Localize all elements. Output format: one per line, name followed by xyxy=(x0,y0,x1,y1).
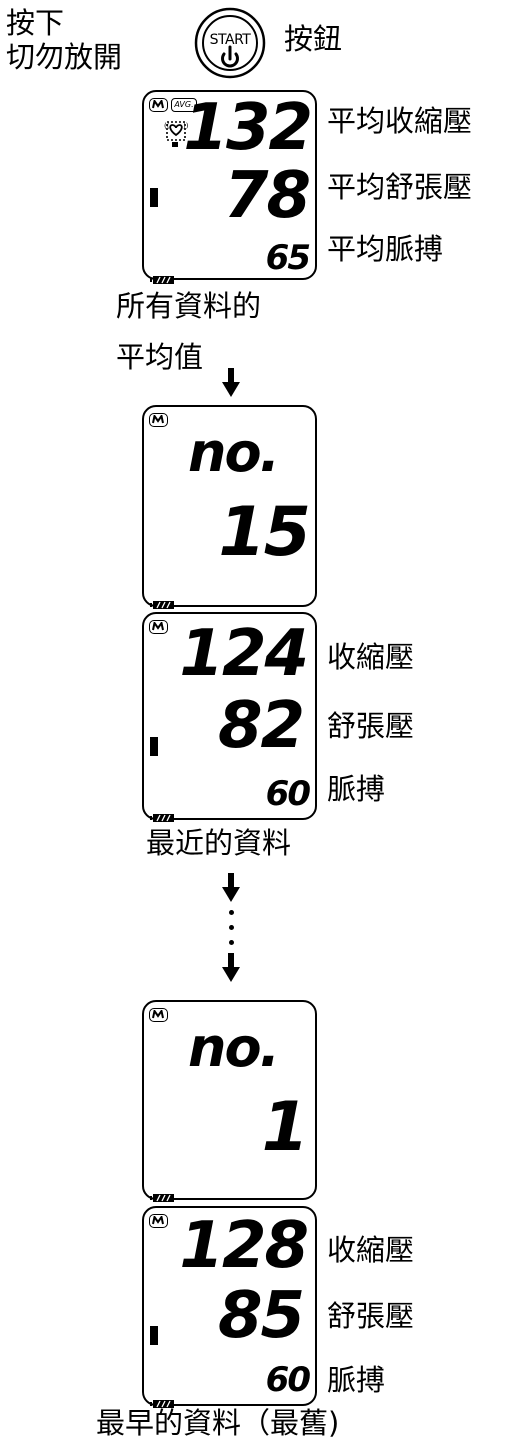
battery-icon xyxy=(150,807,174,822)
avg-badge-label: AVG. xyxy=(174,100,194,109)
svg-text:((: (( xyxy=(164,122,170,130)
battery-icon xyxy=(150,269,174,284)
latest-caption: 最近的資料 xyxy=(146,826,292,860)
memory-m-icon xyxy=(149,620,168,634)
memory-m-icon xyxy=(149,1008,168,1022)
continuation-dot xyxy=(229,940,234,945)
lcd-average-screen: AVG. (( )) 132 78 65 xyxy=(142,90,317,284)
oldest-systolic-value: 128 xyxy=(179,1209,309,1283)
latest-pulse-label: 脈搏 xyxy=(327,772,386,806)
avg-pulse-value: 65 xyxy=(265,238,311,278)
down-arrow-icon xyxy=(221,953,241,987)
measure-indicator-bar xyxy=(150,737,158,756)
avg-systolic-label: 平均收縮壓 xyxy=(327,104,473,138)
instruction-line1: 按下 xyxy=(6,6,65,40)
latest-record-number: 15 xyxy=(218,493,311,572)
latest-diastolic-label: 舒張壓 xyxy=(327,709,415,743)
lcd-latest-number-screen: no. 15 xyxy=(142,405,317,609)
latest-systolic-label: 收縮壓 xyxy=(327,640,415,674)
avg-systolic-value: 132 xyxy=(183,91,313,165)
oldest-pulse-label: 脈搏 xyxy=(327,1363,386,1397)
lcd-latest-record-screen: 124 82 60 xyxy=(142,612,317,822)
oldest-pulse-value: 60 xyxy=(265,1360,311,1400)
oldest-systolic-label: 收縮壓 xyxy=(327,1233,415,1267)
latest-diastolic-value: 82 xyxy=(217,689,305,763)
svg-text:)): )) xyxy=(183,122,189,130)
power-icon xyxy=(221,45,239,68)
lcd-oldest-number-screen: no. 1 xyxy=(142,1000,317,1202)
battery-icon xyxy=(150,1187,174,1202)
memory-m-icon xyxy=(149,413,168,427)
avg-caption-line1: 所有資料的 xyxy=(116,289,262,323)
oldest-diastolic-label: 舒張壓 xyxy=(327,1299,415,1333)
start-button[interactable]: START xyxy=(194,7,266,79)
battery-icon xyxy=(150,1393,174,1408)
battery-icon xyxy=(150,594,174,609)
avg-caption-line2: 平均值 xyxy=(116,340,204,374)
down-arrow-icon xyxy=(221,873,241,907)
instruction-line2: 切勿放開 xyxy=(6,40,123,74)
measure-indicator-bar xyxy=(150,188,158,207)
latest-pulse-value: 60 xyxy=(265,774,311,814)
lcd-oldest-record-screen: 128 85 60 xyxy=(142,1206,317,1408)
irregular-heartbeat-icon: (( )) xyxy=(161,118,191,150)
measure-indicator-bar xyxy=(150,1326,158,1345)
oldest-no-prefix: no. xyxy=(188,1016,280,1079)
avg-diastolic-label: 平均舒張壓 xyxy=(327,170,473,204)
latest-no-prefix: no. xyxy=(188,421,280,484)
avg-pulse-label: 平均脈搏 xyxy=(327,232,444,266)
memory-m-icon xyxy=(149,98,168,112)
oldest-diastolic-value: 85 xyxy=(217,1279,305,1353)
button-suffix: 按鈕 xyxy=(284,22,343,56)
avg-diastolic-value: 78 xyxy=(223,159,311,233)
start-button-label: START xyxy=(209,32,251,48)
continuation-dot xyxy=(229,910,234,915)
latest-systolic-value: 124 xyxy=(179,617,309,691)
continuation-dot xyxy=(229,925,234,930)
avg-badge: AVG. xyxy=(171,98,197,112)
down-arrow-icon xyxy=(221,368,241,402)
oldest-caption: 最早的資料（最舊) xyxy=(96,1406,340,1440)
oldest-record-number: 1 xyxy=(261,1088,309,1167)
start-button-graphic xyxy=(194,7,266,79)
memory-m-icon xyxy=(149,1214,168,1228)
